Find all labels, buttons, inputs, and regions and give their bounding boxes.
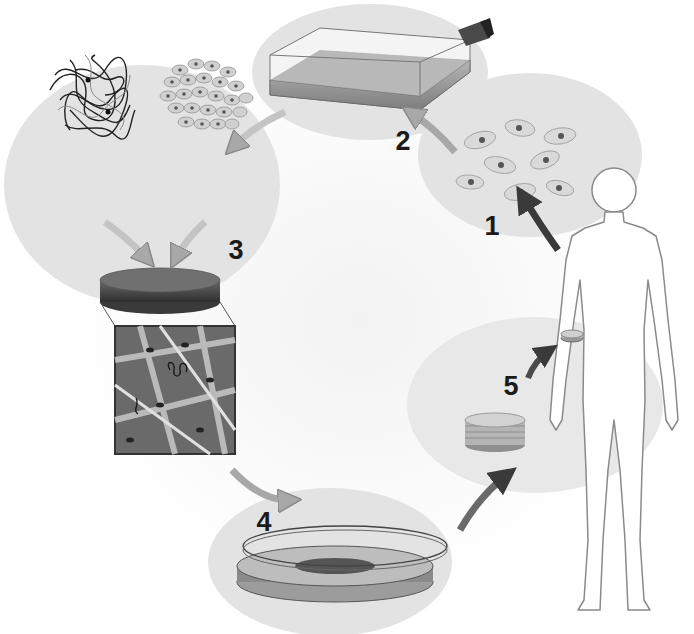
callout-number: 2 <box>395 128 410 155</box>
callout-number: 5 <box>503 373 518 400</box>
callout-number: 4 <box>256 509 271 536</box>
callout-number: 3 <box>228 237 243 264</box>
callout-number: 1 <box>484 213 499 240</box>
